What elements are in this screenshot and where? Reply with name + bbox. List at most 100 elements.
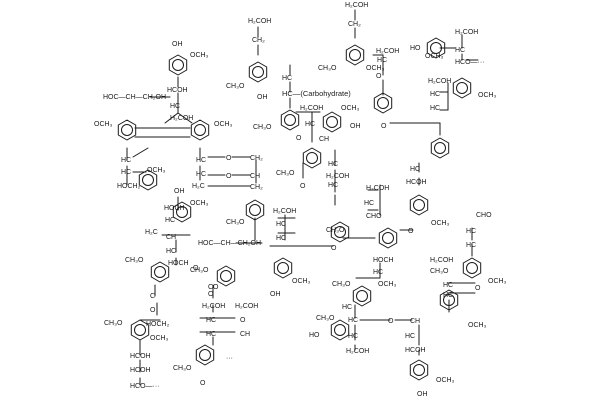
och3-label: OCH₃ <box>147 167 166 174</box>
aromatic-rings <box>117 37 482 381</box>
aromatic-circle <box>334 226 346 238</box>
o-label: O <box>240 317 246 324</box>
carbohydrate-label: HC—(Carbohydrate) <box>282 89 351 98</box>
cho-label: CHO <box>476 212 492 219</box>
aromatic-circle <box>356 290 368 302</box>
benzene-ring <box>280 109 300 131</box>
och3-label: OCH₃ <box>214 121 233 128</box>
aromatic-circle <box>382 232 394 244</box>
aromatic-circle <box>377 97 389 109</box>
hc-label: HC <box>328 161 338 168</box>
och3-label: OCH₃ <box>436 377 455 384</box>
hc-label: HC <box>206 331 216 338</box>
o-label: O <box>408 228 414 235</box>
benzene-ring <box>172 201 192 223</box>
aromatic-circle <box>456 82 468 94</box>
ch3o-label: CH₃O <box>318 65 337 72</box>
ch2-label: CH₂ <box>250 155 263 162</box>
hc-label: HC <box>373 269 383 276</box>
o-label: O <box>296 135 302 142</box>
benzene-ring <box>248 61 268 83</box>
hc-label: HC <box>430 91 440 98</box>
benzene-ring <box>302 147 322 169</box>
hoch-label: HOCH <box>164 205 185 212</box>
o-label: O <box>331 245 337 252</box>
oh-label: OH <box>174 188 185 195</box>
benzene-ring <box>430 137 450 159</box>
h2coh-label: H₂COH <box>326 173 349 180</box>
o-label: O <box>226 173 232 180</box>
aromatic-circle <box>134 324 146 336</box>
hc-label: HC <box>121 157 131 164</box>
benzene-ring <box>117 119 137 141</box>
o-label: O <box>200 380 206 387</box>
h2coh-label: H₂COH <box>376 48 399 55</box>
aromatic-circle <box>413 364 425 376</box>
ch3o-label: CH₃O <box>190 267 209 274</box>
och3-label: OCH₃ <box>488 278 507 285</box>
hcoh-label: HCOH <box>167 87 188 94</box>
aromatic-circle <box>434 142 446 154</box>
och3-label: OCH₃ <box>378 281 397 288</box>
aromatic-circle <box>154 266 166 278</box>
hc-label: HC <box>206 317 216 324</box>
aromatic-circle <box>220 270 232 282</box>
hc-label: HC <box>348 317 358 324</box>
h2c-label: H₂C <box>145 229 158 236</box>
h2coh-label: H₂COH <box>430 257 453 264</box>
o-label: O <box>193 265 199 272</box>
h2coh-label: H₂COH <box>273 208 296 215</box>
h2coh-label: H₂COH <box>455 29 478 36</box>
benzene-ring <box>216 265 236 287</box>
hco-dots-label: HCO—··· <box>455 59 485 66</box>
benzene-ring <box>330 221 350 243</box>
aromatic-circle <box>121 124 133 136</box>
och3-label: OCH₃ <box>425 53 444 60</box>
och3-label: OCH₃ <box>190 200 209 207</box>
h2coh-label: H₂COH <box>428 78 451 85</box>
hoch-label: HOCH <box>373 257 394 264</box>
ch-label: CH <box>319 136 329 143</box>
ch3o-label: CH₃O <box>226 219 245 226</box>
hc-label: HC <box>405 333 415 340</box>
hc-label: HC <box>276 235 286 242</box>
h2coh-label: H₂COH <box>345 2 368 9</box>
benzene-ring <box>138 169 158 191</box>
benzene-ring <box>322 111 342 133</box>
hc-label: HC <box>455 47 465 54</box>
aromatic-circle <box>349 49 361 61</box>
hc-label: HC <box>170 103 180 110</box>
ch-label: CH <box>250 173 260 180</box>
hc-label: HC <box>121 169 131 176</box>
hc-label: HC <box>166 248 176 255</box>
aromatic-circle <box>326 116 338 128</box>
hc-label: HC <box>430 105 440 112</box>
hcoh-label: HCOH <box>405 347 426 354</box>
aromatic-circle <box>306 152 318 164</box>
ch3o-label: CH₃O <box>253 124 272 131</box>
och3-label: OCH₃ <box>150 335 169 342</box>
benzene-ring <box>345 44 365 66</box>
h2coh-label: H₂COH <box>300 105 323 112</box>
hoch-label: HOCH <box>168 260 189 267</box>
hc-label: HC <box>466 228 476 235</box>
benzene-ring <box>195 344 215 366</box>
hc-label: HC <box>165 217 175 224</box>
ch-label: CH <box>410 318 420 325</box>
aromatic-circle <box>176 206 188 218</box>
o-label: O <box>208 291 214 298</box>
ch2-label: CH₂ <box>252 37 265 44</box>
aromatic-circle <box>142 174 154 186</box>
aromatic-circle <box>199 349 211 361</box>
oh-label: OH <box>350 123 361 130</box>
ch3o-label: CH₃O <box>173 365 192 372</box>
aromatic-circle <box>277 262 289 274</box>
ch3o-label: CH₃O <box>125 257 144 264</box>
benzene-ring <box>373 92 393 114</box>
ch-label: CH <box>166 234 176 241</box>
benzene-ring <box>190 119 210 141</box>
ho-label: HO <box>410 45 421 52</box>
bond-lines <box>126 9 479 386</box>
aromatic-circle <box>284 114 296 126</box>
